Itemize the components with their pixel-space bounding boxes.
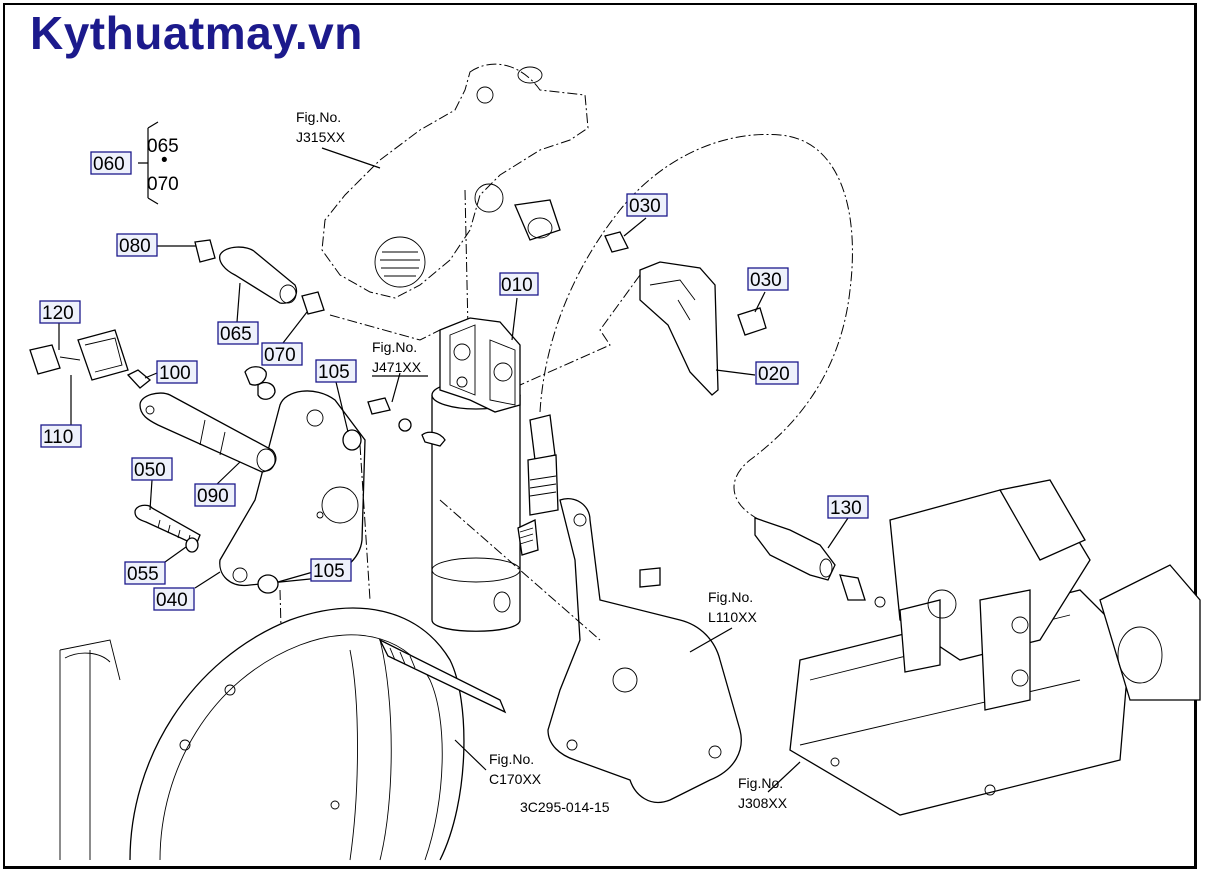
part-number-070: 070 (264, 345, 296, 366)
bracket-040-drawing (219, 390, 366, 587)
fig-ref-c170-number: C170XX (489, 771, 542, 787)
part-number-130: 130 (830, 498, 862, 519)
fig-ref-j308-number: J308XX (738, 795, 788, 811)
parts-065-080-drawing (194, 239, 441, 341)
fig-ref-c170-label: Fig.No. (489, 751, 534, 767)
part-number-050: 050 (134, 460, 166, 481)
lift-arm-drawing (321, 63, 589, 331)
drawing-code: 3C295-014-15 (520, 799, 610, 815)
part-number-020: 020 (758, 364, 790, 385)
part-number-065: 065 (220, 324, 252, 345)
fig-ref-j308-label: Fig.No. (738, 775, 783, 791)
fig-ref-j315-label: Fig.No. (296, 109, 341, 125)
part-number-110: 110 (43, 427, 73, 448)
part-number-055: 055 (127, 564, 159, 585)
group-060-label: 060 065 • 070 (90, 136, 179, 195)
part-number-080: 080 (119, 236, 151, 257)
group-060-box (90, 151, 132, 175)
leader-lines (58, 121, 849, 793)
part-number-120: 120 (42, 303, 74, 324)
fig-ref-l110-number: L110XX (708, 609, 757, 625)
cylinder-drawing (431, 317, 539, 632)
figure-references: Fig.No. J315XX Fig.No. J471XX Fig.No. L1… (296, 109, 788, 811)
cover-020-drawing (519, 231, 767, 396)
part-number-labels: 010 020 030 030 040 050 055 065 070 080 … (39, 193, 869, 611)
watermark-logo: Kythuatmay.vn (30, 7, 363, 59)
part-number-100: 100 (159, 363, 191, 384)
part-number-030-a: 030 (629, 196, 661, 217)
part-number-030-b: 030 (750, 270, 782, 291)
part-number-060: 060 (93, 154, 125, 175)
fitting-130-drawing (754, 517, 886, 608)
part-number-010: 010 (501, 275, 533, 296)
fig-ref-j471-number: J471XX (372, 359, 422, 375)
hydraulic-hose-drawing (527, 133, 853, 521)
fig-ref-j471-label: Fig.No. (372, 339, 417, 355)
fig-ref-j315-number: J315XX (296, 129, 346, 145)
parts-j471-drawing (367, 397, 446, 447)
pin-090-drawing (29, 329, 277, 473)
part-number-090: 090 (197, 486, 229, 507)
part-number-105-a: 105 (318, 362, 350, 383)
part-number-040: 040 (156, 590, 188, 611)
part-number-065-sub: 065 (147, 136, 179, 157)
part-number-070-sub: 070 (147, 174, 179, 195)
hitch-bracket-drawing (547, 498, 742, 804)
front-housing-drawing (59, 499, 601, 861)
fig-ref-l110-label: Fig.No. (708, 589, 753, 605)
separator-dot: • (161, 150, 168, 171)
part-number-105-b: 105 (313, 561, 345, 582)
transmission-housing-drawing (789, 479, 1201, 816)
